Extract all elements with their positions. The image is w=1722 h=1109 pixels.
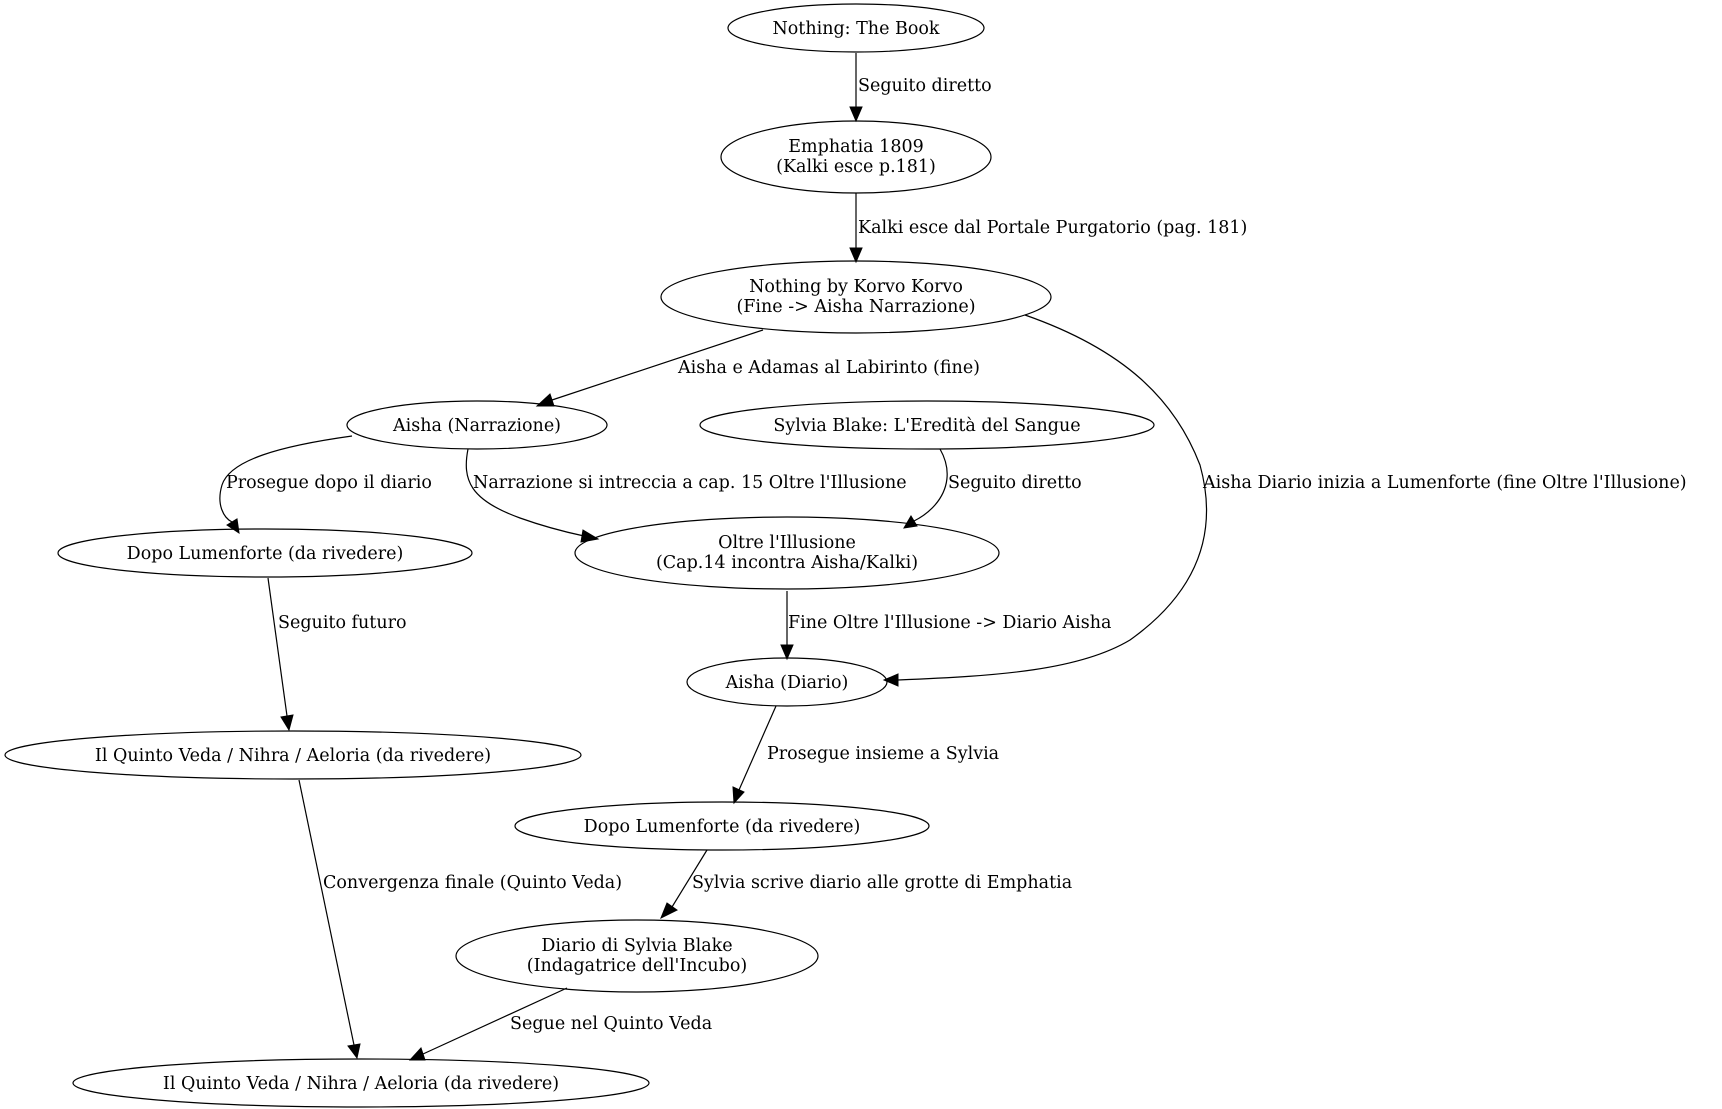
- edge-label: Aisha Diario inizia a Lumenforte (fine O…: [1202, 473, 1687, 493]
- edge-label: Seguito futuro: [278, 613, 407, 633]
- edge-label: Seguito diretto: [858, 76, 992, 96]
- node-label: Aisha (Narrazione): [392, 416, 561, 436]
- node-dopo-lumenforte-right: Dopo Lumenforte (da rivedere): [514, 801, 930, 851]
- edge-aisha-narrazione-to-dopo-lumenforte-left: Prosegue dopo il diario: [219, 435, 432, 535]
- edge-dopo-lumenforte-to-diario-sylvia: Sylvia scrive diario alle grotte di Emph…: [660, 849, 1072, 920]
- node-label-line1: Emphatia 1809: [788, 137, 923, 157]
- node-label-line2: (Fine -> Aisha Narrazione): [736, 297, 975, 317]
- node-quinto-veda-bottom: Il Quinto Veda / Nihra / Aeloria (da riv…: [72, 1058, 650, 1108]
- edge-label: Narrazione si intreccia a cap. 15 Oltre …: [473, 473, 907, 493]
- node-diario-sylvia-blake: Diario di Sylvia Blake (Indagatrice dell…: [455, 919, 819, 993]
- edge-sylvia-eredita-to-oltre-illusione: Seguito diretto: [903, 448, 1082, 529]
- edge-oltre-illusione-to-aisha-diario: Fine Oltre l'Illusione -> Diario Aisha: [780, 591, 1111, 661]
- edge-label: Seguito diretto: [948, 473, 1082, 493]
- edge-label: Prosegue dopo il diario: [226, 473, 432, 493]
- edge-nothing-korvo-to-aisha-diario: Aisha Diario inizia a Lumenforte (fine O…: [882, 314, 1687, 687]
- edges: Seguito diretto Kalki esce dal Portale P…: [219, 53, 1687, 1061]
- node-label-line2: (Cap.14 incontra Aisha/Kalki): [656, 553, 918, 573]
- node-sylvia-blake-eredita: Sylvia Blake: L'Eredità del Sangue: [699, 400, 1155, 450]
- node-label-line1: Nothing by Korvo Korvo: [749, 277, 963, 297]
- node-aisha-narrazione: Aisha (Narrazione): [346, 400, 608, 450]
- node-label-line1: Diario di Sylvia Blake: [541, 936, 732, 956]
- node-nothing-the-book: Nothing: The Book: [727, 3, 985, 53]
- node-label: Dopo Lumenforte (da rivedere): [127, 544, 404, 564]
- node-label-line2: (Indagatrice dell'Incubo): [527, 956, 747, 976]
- edge-label: Kalki esce dal Portale Purgatorio (pag. …: [858, 218, 1247, 238]
- edge-nothing-korvo-to-aisha-narrazione: Aisha e Adamas al Labirinto (fine): [535, 329, 980, 407]
- node-label: Aisha (Diario): [725, 673, 849, 693]
- edge-label: Aisha e Adamas al Labirinto (fine): [677, 358, 980, 378]
- edge-nothing-book-to-emphatia: Seguito diretto: [849, 53, 992, 123]
- node-oltre-l-illusione: Oltre l'Illusione (Cap.14 incontra Aisha…: [574, 516, 1000, 590]
- node-label: Dopo Lumenforte (da rivedere): [584, 817, 861, 837]
- edge-quinto-veda-left-to-quinto-veda-bottom: Convergenza finale (Quinto Veda): [298, 779, 622, 1060]
- nodes: Nothing: The Book Emphatia 1809 (Kalki e…: [4, 3, 1155, 1108]
- edge-label: Prosegue insieme a Sylvia: [767, 744, 999, 764]
- edge-diario-sylvia-to-quinto-veda-bottom: Segue nel Quinto Veda: [408, 987, 712, 1061]
- node-quinto-veda-left: Il Quinto Veda / Nihra / Aeloria (da riv…: [4, 730, 582, 780]
- edge-dopo-lumenforte-to-quinto-veda-left: Seguito futuro: [267, 577, 407, 732]
- node-aisha-diario: Aisha (Diario): [686, 657, 888, 707]
- edge-label: Fine Oltre l'Illusione -> Diario Aisha: [788, 613, 1111, 633]
- node-label: Sylvia Blake: L'Eredità del Sangue: [773, 416, 1080, 436]
- edge-label: Segue nel Quinto Veda: [510, 1014, 712, 1034]
- node-label: Nothing: The Book: [772, 19, 939, 39]
- node-label: Il Quinto Veda / Nihra / Aeloria (da riv…: [163, 1074, 559, 1094]
- node-emphatia-1809: Emphatia 1809 (Kalki esce p.181): [720, 120, 992, 194]
- edge-emphatia-to-nothing-korvo: Kalki esce dal Portale Purgatorio (pag. …: [849, 193, 1247, 264]
- node-dopo-lumenforte-left: Dopo Lumenforte (da rivedere): [57, 528, 473, 578]
- edge-aisha-narrazione-to-oltre-illusione: Narrazione si intreccia a cap. 15 Oltre …: [465, 448, 907, 543]
- node-nothing-by-korvo-korvo: Nothing by Korvo Korvo (Fine -> Aisha Na…: [660, 260, 1052, 334]
- edge-aisha-diario-to-dopo-lumenforte-right: Prosegue insieme a Sylvia: [732, 705, 999, 805]
- node-label: Il Quinto Veda / Nihra / Aeloria (da riv…: [95, 746, 491, 766]
- edge-label: Convergenza finale (Quinto Veda): [323, 873, 622, 893]
- edge-label: Sylvia scrive diario alle grotte di Emph…: [692, 873, 1072, 893]
- node-label-line1: Oltre l'Illusione: [718, 533, 856, 553]
- node-label-line2: (Kalki esce p.181): [776, 157, 936, 177]
